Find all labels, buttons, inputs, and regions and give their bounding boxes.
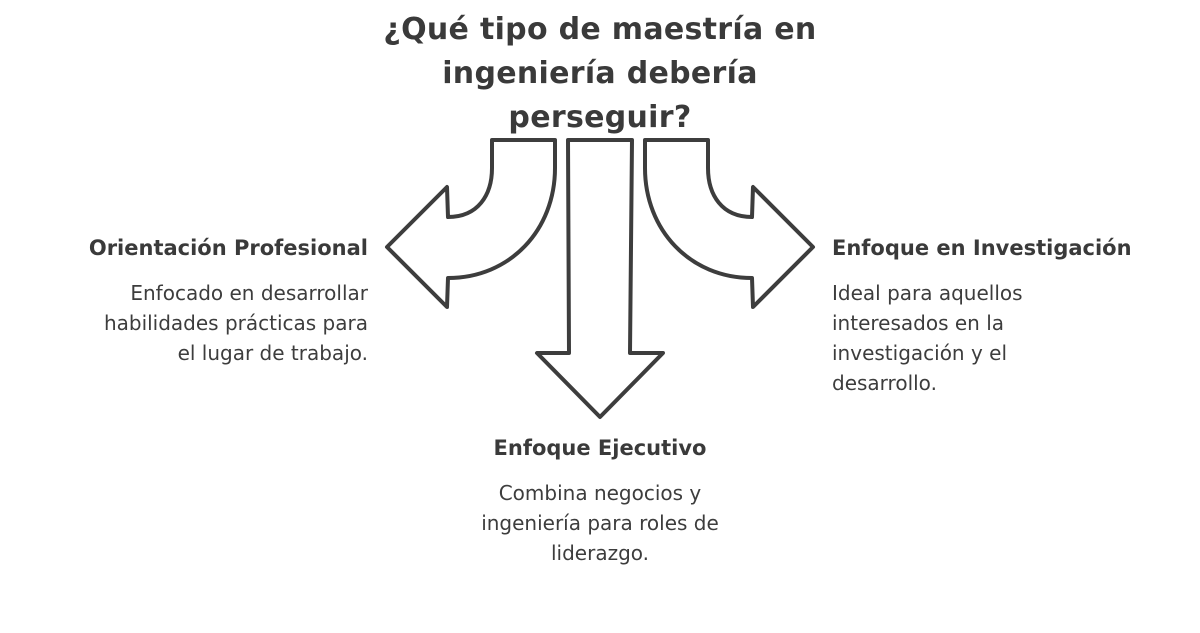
option-executive: Enfoque Ejecutivo Combina negocios y ing… — [420, 434, 780, 568]
option-description: Ideal para aquellos interesados en la in… — [832, 278, 1182, 398]
description-line: el lugar de trabajo. — [177, 341, 368, 365]
description-line: ingeniería para roles de — [481, 511, 719, 535]
right-curved-arrow-icon — [643, 138, 815, 309]
title-line-3: perseguir? — [508, 100, 692, 135]
option-heading: Enfoque en Investigación — [832, 236, 1132, 260]
description-line: Ideal para aquellos — [832, 281, 1023, 305]
description-line: habilidades prácticas para — [103, 311, 368, 335]
option-professional: Orientación Profesional Enfocado en desa… — [30, 234, 368, 368]
description-line: liderazgo. — [550, 541, 650, 565]
option-heading: Orientación Profesional — [88, 236, 368, 260]
left-curved-arrow-icon — [385, 138, 557, 309]
diagram-title: ¿Qué tipo de maestría en ingeniería debe… — [340, 8, 860, 140]
description-line: desarrollo. — [832, 371, 937, 395]
description-line: investigación y el — [832, 341, 1008, 365]
title-line-1: ¿Qué tipo de maestría en — [383, 12, 817, 47]
description-line: Combina negocios y — [498, 481, 702, 505]
option-description: Combina negocios y ingeniería para roles… — [420, 478, 780, 568]
title-line-2: ingeniería debería — [442, 56, 758, 91]
option-description: Enfocado en desarrollar habilidades prác… — [30, 278, 368, 368]
option-heading: Enfoque Ejecutivo — [493, 436, 707, 460]
option-research: Enfoque en Investigación Ideal para aque… — [832, 234, 1182, 398]
description-line: interesados en la — [832, 311, 1005, 335]
down-arrow-icon — [535, 138, 665, 419]
description-line: Enfocado en desarrollar — [130, 281, 368, 305]
